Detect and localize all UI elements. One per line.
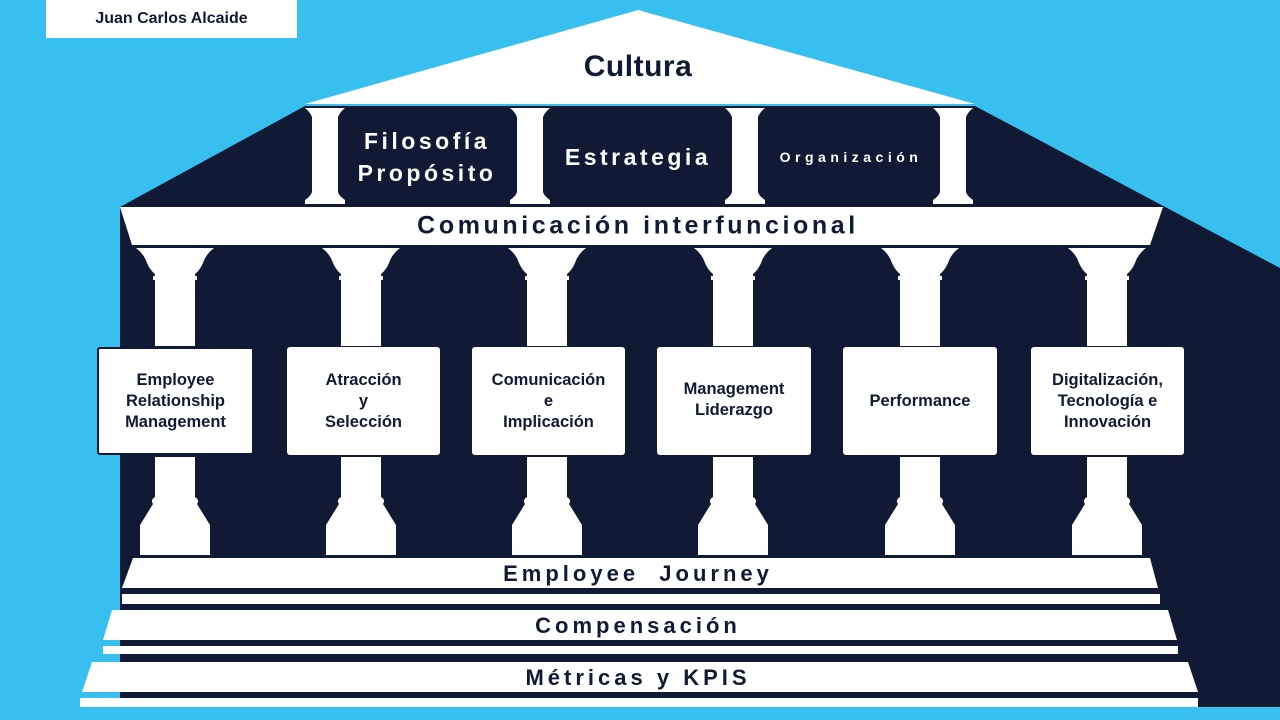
upper-label-strategy: Estrategia — [564, 144, 712, 170]
beam — [120, 207, 1163, 245]
pillar-line: Management — [683, 380, 785, 398]
pillar-line: Comunicación — [491, 370, 606, 389]
pillar-line: y — [358, 391, 369, 410]
pillar-line: Relationship — [125, 391, 225, 410]
pillar-box-performance[interactable]: Performance — [843, 347, 997, 455]
step-metrics-kpis: Métricas y KPIS — [525, 665, 751, 690]
pillar-line: Selección — [324, 412, 403, 431]
pillar-line: Digitalización, — [1052, 370, 1163, 389]
pillar-line: Implicación — [503, 412, 594, 431]
step-employee-journey: Employee Journey — [503, 561, 773, 586]
pillar-line: e — [543, 391, 554, 410]
roof — [305, 10, 975, 104]
pillar-line: Atracción — [325, 370, 402, 389]
upper-label-organization: Organización — [779, 149, 923, 165]
pillar-line: Management — [125, 412, 226, 431]
pillar-line: Tecnología e — [1057, 391, 1158, 410]
steps — [80, 558, 1198, 707]
upper-label-philosophy: Filosofía Propósito — [358, 125, 497, 189]
step-compensation: Compensación — [535, 613, 741, 638]
pillar-line: Innovación — [1063, 412, 1152, 431]
pillar-line: Liderazgo — [695, 401, 773, 419]
purpose-label: Propósito — [357, 160, 497, 186]
pillar-box-digitalization[interactable]: Digitalización, Tecnología e Innovación — [1031, 347, 1184, 455]
philosophy-label: Filosofía — [363, 128, 491, 154]
beam-label: Comunicación interfuncional — [417, 211, 859, 240]
roof-title: Cultura — [583, 50, 693, 83]
pillar-line: Employee — [136, 370, 215, 389]
pillar-line: Performance — [869, 391, 971, 410]
author-label: Juan Carlos Alcaide — [46, 0, 297, 38]
